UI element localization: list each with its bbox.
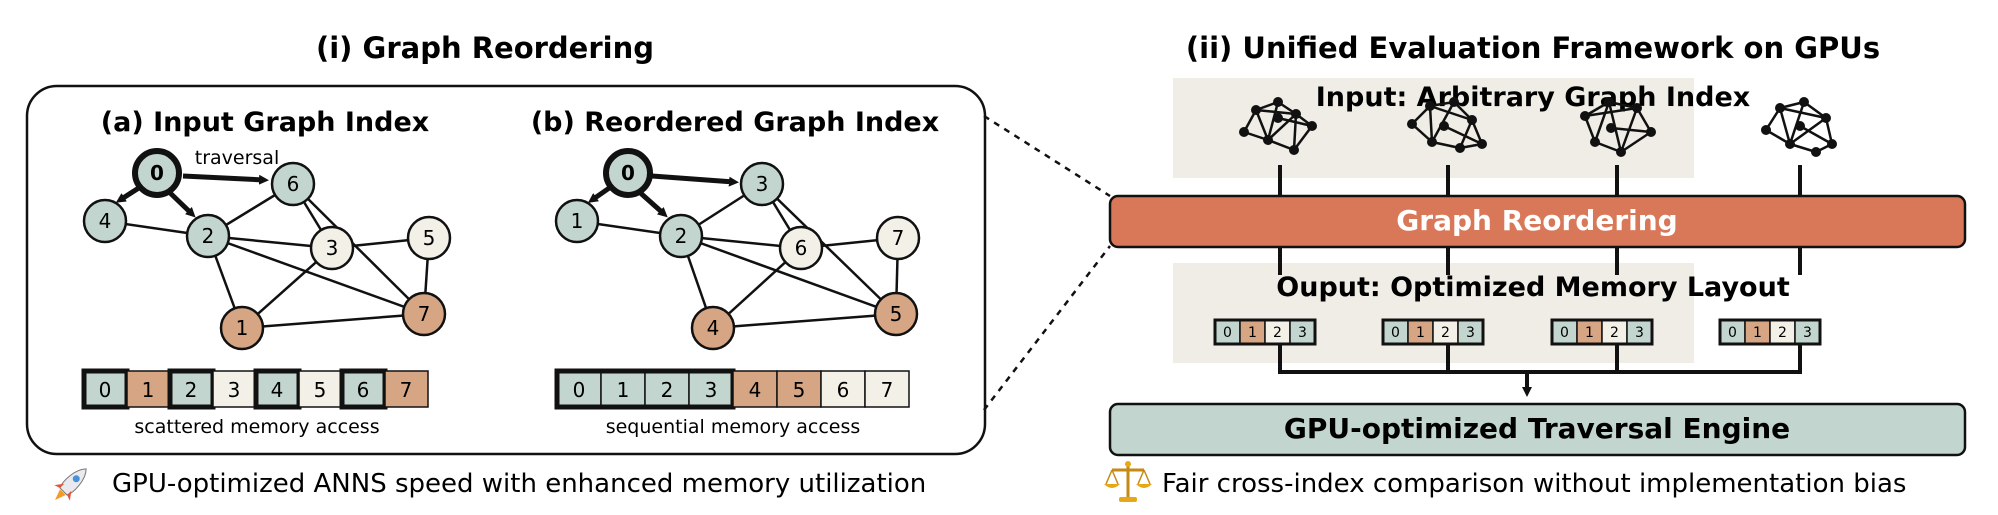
scales-icon (1104, 461, 1152, 502)
svg-text:0: 0 (150, 161, 164, 185)
svg-text:3: 3 (756, 172, 769, 196)
graph-reordering-bar (1108, 194, 1967, 249)
traversal-engine-bar (1108, 402, 1967, 457)
memory-cell: 0 (573, 378, 586, 402)
svg-text:0: 0 (1560, 325, 1569, 341)
rocket-icon (54, 468, 87, 501)
memory-cell: 1 (142, 378, 155, 402)
graph-node: 3 (309, 225, 355, 271)
graph-node: 7 (875, 215, 921, 261)
memory-cell: 7 (881, 378, 894, 402)
graph-node: 7 (401, 291, 447, 337)
svg-text:1: 1 (1416, 325, 1425, 341)
graph-node: 1 (554, 198, 600, 244)
svg-text:2: 2 (1778, 325, 1787, 341)
traversal-engine-label: GPU-optimized Traversal Engine (1284, 412, 1790, 445)
memory-cell: 6 (357, 378, 370, 402)
graph-node: 6 (778, 225, 824, 271)
svg-text:3: 3 (1803, 325, 1812, 341)
reordered-graph-panel: (b) Reordered Graph Index 0 1 (531, 107, 939, 438)
svg-text:0: 0 (1391, 325, 1400, 341)
input-graph-panel: (a) Input Graph Index traversal 0 (81, 107, 452, 438)
memory-layout-row: 0 1 2 3 (1718, 318, 1822, 346)
memory-cell: 2 (661, 378, 674, 402)
graph-node: 0 (603, 148, 653, 198)
svg-text:7: 7 (418, 302, 431, 326)
memory-cell: 4 (749, 378, 762, 402)
svg-text:1: 1 (1248, 325, 1257, 341)
graph-node: 0 (132, 148, 182, 198)
left-section-title: (i) Graph Reordering (316, 31, 654, 65)
graph-node: 1 (219, 305, 265, 351)
memory-cell: 4 (271, 378, 284, 402)
svg-text:1: 1 (1585, 325, 1594, 341)
graph-node: 2 (658, 213, 704, 259)
right-footer-text: Fair cross-index comparison without impl… (1162, 469, 1906, 499)
svg-text:0: 0 (1223, 325, 1232, 341)
memory-layout-row: 0 1 2 3 (1550, 318, 1654, 346)
svg-text:0: 0 (1728, 325, 1737, 341)
memory-cell: 3 (705, 378, 718, 402)
svg-text:1: 1 (571, 209, 584, 233)
graph-reordering-label: Graph Reordering (1396, 204, 1677, 237)
graph-index-icon (1239, 97, 1317, 155)
graph-node: 2 (185, 213, 231, 259)
svg-text:1: 1 (1753, 325, 1762, 341)
connector-lines (1278, 165, 1802, 374)
svg-text:2: 2 (1273, 325, 1282, 341)
input-graph-title: (a) Input Graph Index (101, 107, 429, 138)
graph-index-icon (1761, 97, 1837, 157)
svg-text:3: 3 (1466, 325, 1475, 341)
svg-text:3: 3 (326, 236, 339, 260)
svg-text:6: 6 (795, 236, 808, 260)
memory-cell: 1 (617, 378, 630, 402)
graph-node: 4 (690, 305, 736, 351)
left-panel-frame (25, 84, 987, 456)
reordered-graph-title: (b) Reordered Graph Index (531, 107, 939, 138)
traversal-label: traversal (195, 147, 279, 169)
graph-node: 4 (82, 198, 128, 244)
scattered-memory-caption: scattered memory access (134, 416, 379, 438)
graph-node: 5 (406, 215, 452, 261)
output-panel (1173, 263, 1694, 363)
svg-text:1: 1 (236, 316, 249, 340)
right-section-title: (ii) Unified Evaluation Framework on GPU… (1186, 31, 1880, 65)
output-panel-label: Ouput: Optimized Memory Layout (1276, 272, 1790, 303)
zoom-connector-top (983, 114, 1111, 198)
svg-text:2: 2 (675, 224, 688, 248)
left-footer-text: GPU-optimized ANNS speed with enhanced m… (112, 469, 926, 499)
svg-text:4: 4 (707, 316, 720, 340)
sequential-memory-caption: sequential memory access (606, 416, 861, 438)
svg-text:3: 3 (1298, 325, 1307, 341)
svg-text:2: 2 (1610, 325, 1619, 341)
memory-cell: 7 (400, 378, 413, 402)
memory-layout-row: 0 1 2 3 (1213, 318, 1317, 346)
sequential-memory-row: 0 1 2 3 4 5 6 7 (554, 368, 910, 410)
memory-cell: 0 (99, 378, 112, 402)
memory-cell: 3 (228, 378, 241, 402)
input-panel-label: Input: Arbitrary Graph Index (1316, 82, 1750, 113)
memory-cell: 5 (314, 378, 327, 402)
svg-text:3: 3 (1635, 325, 1644, 341)
svg-text:5: 5 (423, 226, 436, 250)
svg-text:5: 5 (890, 302, 903, 326)
svg-text:2: 2 (202, 224, 215, 248)
svg-text:2: 2 (1441, 325, 1450, 341)
memory-cell: 2 (185, 378, 198, 402)
graph-node: 6 (270, 161, 316, 207)
svg-text:0: 0 (621, 161, 635, 185)
memory-cell: 6 (837, 378, 850, 402)
zoom-connector-bottom (983, 245, 1111, 411)
graph-node: 5 (873, 291, 919, 337)
scattered-memory-row: 0 1 2 3 4 5 6 7 (81, 368, 429, 410)
svg-text:6: 6 (287, 172, 300, 196)
graph-node: 3 (739, 161, 785, 207)
svg-text:4: 4 (99, 209, 112, 233)
graph-index-icon (1407, 97, 1487, 153)
memory-layout-row: 0 1 2 3 (1381, 318, 1485, 346)
graph-index-icon (1580, 97, 1656, 157)
svg-text:7: 7 (892, 226, 905, 250)
memory-cell: 5 (793, 378, 806, 402)
